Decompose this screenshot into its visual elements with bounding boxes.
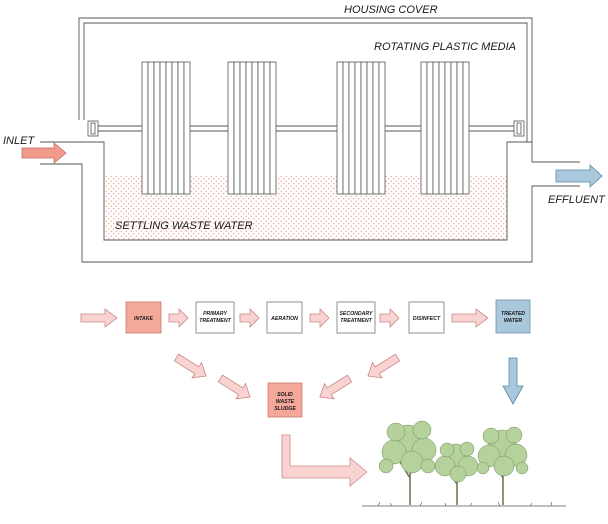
effluent-label: EFFLUENT	[548, 194, 606, 206]
disinfect-label: DISINFECT	[413, 316, 441, 322]
settling-waste-water-label: SETTLING WASTE WATER	[115, 220, 253, 232]
sludge-arrow-upper-right	[367, 353, 401, 379]
flow-arrow-5	[451, 308, 489, 328]
primary-treatment-label-line1: PRIMARY	[203, 311, 227, 317]
inlet-arrow	[21, 142, 67, 164]
flow-arrow-2	[239, 308, 260, 328]
housing-cover-label: HOUSING COVER	[344, 4, 438, 16]
rotating-media-disc-4	[420, 61, 470, 195]
aeration-box	[266, 301, 303, 334]
inlet-label: INLET	[3, 135, 35, 147]
intake-box	[125, 301, 162, 334]
flow-arrow-4	[379, 308, 400, 328]
sludge-arrow-lower-left	[217, 374, 251, 400]
flow-arrow-start	[80, 308, 118, 328]
primary-treatment-label-line2: TREATMENT	[199, 318, 231, 324]
rotating-media-disc-2	[227, 61, 277, 195]
intake-label: INTAKE	[134, 316, 153, 322]
tree-2	[434, 441, 479, 505]
rotating-media-disc-3	[336, 61, 386, 195]
sludge-label-line1: SOLID	[277, 392, 293, 398]
rotating-media-label: ROTATING PLASTIC MEDIA	[374, 41, 516, 53]
sludge-arrows	[173, 353, 401, 400]
disinfect-box	[408, 301, 445, 334]
solid-waste-sludge-box	[267, 382, 303, 418]
treated-water-box	[495, 299, 531, 334]
primary-treatment-box	[195, 301, 235, 334]
tree-1	[378, 420, 437, 505]
flow-arrow-1	[168, 308, 189, 328]
flow-arrow-3	[309, 308, 330, 328]
secondary-treatment-label-line1: SECONDARY	[339, 311, 373, 317]
aeration-label: AERATION	[270, 316, 298, 322]
sludge-label-line3: SLUDGE	[274, 406, 296, 412]
treated-water-label-line2: WATER	[504, 318, 523, 324]
tree-3	[476, 426, 529, 505]
treated-water-label-line1: TREATED	[501, 311, 525, 317]
rotating-media-disc-1	[141, 61, 191, 195]
secondary-treatment-label-line2: TREATMENT	[340, 318, 372, 324]
housing-cover	[78, 17, 533, 142]
sludge-arrow-upper-left	[173, 353, 207, 379]
effluent-arrow	[555, 164, 603, 188]
process-flow: INTAKE PRIMARY TREATMENT AERATION SECOND…	[80, 299, 531, 334]
secondary-treatment-box	[336, 301, 376, 334]
treated-water-down-arrow	[502, 357, 524, 405]
sludge-label-line2: WASTE	[276, 399, 295, 405]
sludge-to-plants-arrow	[281, 434, 368, 487]
tank	[40, 141, 580, 263]
sludge-arrow-lower-right	[319, 374, 353, 400]
plants	[362, 420, 566, 507]
